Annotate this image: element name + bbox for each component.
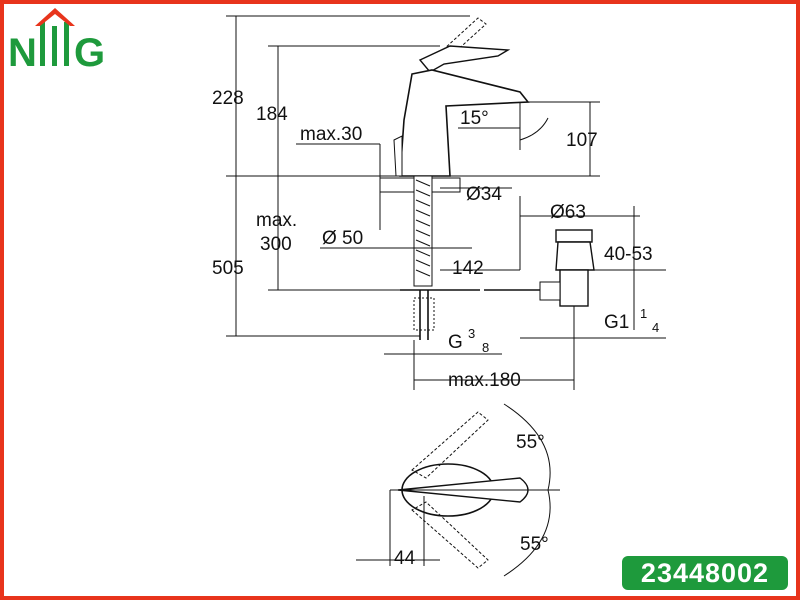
label-107: 107: [566, 130, 598, 151]
logo-bar-mid: [52, 26, 57, 66]
label-300: 300: [260, 234, 292, 255]
logo-letter-g: G: [74, 31, 105, 75]
logo-bar-right: [64, 22, 69, 66]
label-angle-top: 55°: [516, 432, 545, 453]
faucet-body: [399, 69, 530, 177]
label-max30: max.30: [300, 124, 362, 145]
label-angle-15: 15°: [460, 108, 489, 129]
label-g1-den: 4: [652, 320, 659, 335]
label-40-53: 40-53: [604, 244, 653, 265]
label-184: 184: [256, 104, 288, 125]
angle-arc-15: [519, 117, 549, 141]
waste-plug: [555, 229, 593, 243]
faucet-top-view: [356, 403, 560, 577]
label-g1: G1: [604, 312, 629, 333]
threaded-stud: [413, 175, 433, 287]
label-max180: max.180: [448, 370, 521, 391]
hose-braid: [413, 297, 435, 331]
lever-right-rotation: [411, 501, 489, 569]
label-dia63: Ø63: [550, 202, 586, 223]
label-g1-num: 1: [640, 306, 647, 321]
popup-rod-knob: [393, 135, 403, 177]
label-dia50: Ø 50: [322, 228, 363, 249]
label-g-num: 3: [468, 326, 475, 341]
lever-handle: [418, 45, 511, 73]
dimension-lines: [226, 15, 666, 390]
label-g-den: 8: [482, 340, 489, 355]
logo-bar-left: [40, 22, 45, 66]
logo-letter-n: N: [8, 31, 37, 75]
product-code-badge: 23448002: [622, 556, 788, 590]
brand-logo: N G: [8, 8, 105, 75]
waste-body: [555, 241, 595, 271]
dimension-labels: 228 184 max.30 15° 107 Ø34 Ø63 max. 300 …: [212, 88, 659, 569]
label-505: 505: [212, 258, 244, 279]
label-g: G: [448, 332, 463, 353]
label-angle-bottom: 55°: [520, 534, 549, 555]
label-dia34: Ø34: [466, 184, 502, 205]
lever-left-rotation: [411, 411, 489, 479]
waste-linkage: [539, 281, 561, 301]
label-max: max.: [256, 210, 297, 231]
stud-thread-hatching: [415, 179, 431, 277]
logo-roof-icon: [35, 8, 75, 26]
label-44: 44: [394, 548, 416, 569]
label-142: 142: [452, 258, 484, 279]
waste-pipe: [559, 269, 589, 307]
label-228: 228: [212, 88, 244, 109]
faucet-side-view: [226, 17, 600, 340]
